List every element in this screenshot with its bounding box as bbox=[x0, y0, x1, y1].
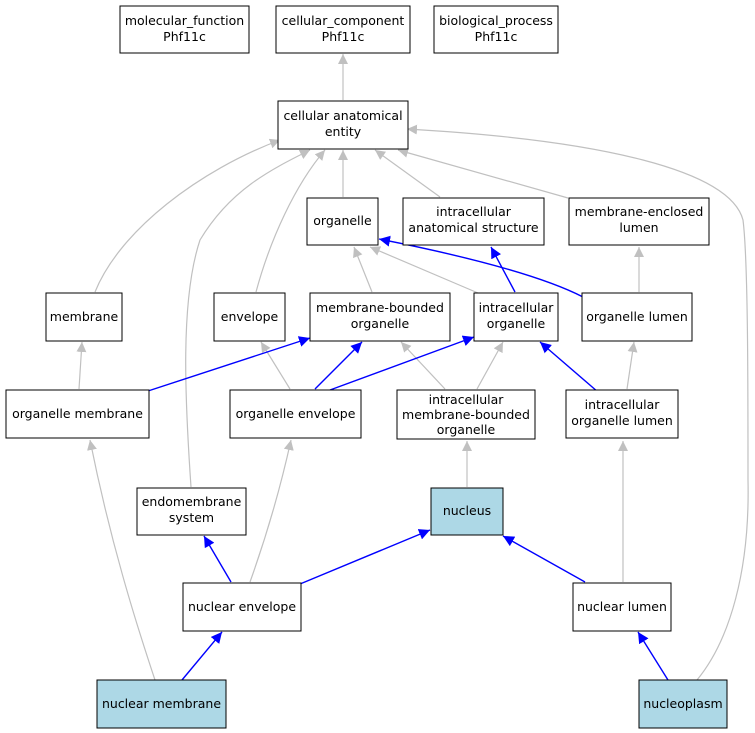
node-label: intracellular bbox=[585, 397, 661, 412]
node-organelle[interactable]: organelle bbox=[306, 197, 379, 246]
node-label: envelope bbox=[221, 309, 279, 324]
node-label: cellular anatomical bbox=[283, 108, 402, 123]
node-intracellular-anatomical-structure[interactable]: intracellular anatomical structure bbox=[402, 197, 545, 246]
node-label: intracellular bbox=[436, 204, 512, 219]
edge-mel-to-cae bbox=[397, 147, 569, 199]
node-label: Phf11c bbox=[475, 29, 518, 44]
node-biological-process[interactable]: biological_process Phf11c bbox=[433, 5, 559, 54]
edge-nucleoplasm-to-nl bbox=[637, 631, 669, 681]
edge-nucleoplasm-to-cae bbox=[406, 124, 749, 681]
node-label: organelle lumen bbox=[571, 413, 673, 428]
node-label: cellular_component bbox=[282, 13, 405, 28]
node-label: molecular_function bbox=[125, 13, 244, 28]
node-label: organelle lumen bbox=[586, 309, 688, 324]
node-envelope[interactable]: envelope bbox=[213, 292, 286, 342]
node-organelle-membrane[interactable]: organelle membrane bbox=[5, 389, 150, 439]
node-label: organelle bbox=[487, 316, 546, 331]
node-label: organelle bbox=[313, 213, 372, 228]
node-label: nucleoplasm bbox=[643, 696, 722, 711]
node-cellular-anatomical-entity[interactable]: cellular anatomical entity bbox=[277, 100, 409, 150]
node-label: Phf11c bbox=[322, 29, 365, 44]
node-label: organelle membrane bbox=[12, 406, 143, 421]
edge-membrane-to-cae bbox=[94, 138, 281, 293]
node-label: nuclear envelope bbox=[188, 599, 296, 614]
edge-io-to-ias bbox=[490, 246, 516, 293]
node-endomembrane-system[interactable]: endomembrane system bbox=[136, 487, 247, 536]
node-membrane-enclosed-lumen[interactable]: membrane-enclosed lumen bbox=[568, 197, 710, 246]
nodes: molecular_function Phf11c cellular_compo… bbox=[5, 5, 728, 729]
edge-endomembrane-to-cae bbox=[185, 149, 311, 488]
node-membrane[interactable]: membrane bbox=[45, 292, 123, 342]
node-label: intracellular bbox=[479, 300, 555, 315]
node-label: Phf11c bbox=[163, 29, 206, 44]
node-label: nucleus bbox=[443, 503, 491, 518]
node-nucleoplasm[interactable]: nucleoplasm bbox=[638, 679, 728, 729]
node-label: membrane bbox=[50, 309, 119, 324]
node-label: membrane-bounded bbox=[316, 300, 444, 315]
edge-io-to-organelle bbox=[369, 246, 479, 294]
edge-oe-to-mbo bbox=[314, 341, 363, 390]
edge-nm-to-om bbox=[87, 439, 156, 681]
node-intracellular-organelle[interactable]: intracellular organelle bbox=[473, 292, 559, 342]
node-nucleus[interactable]: nucleus bbox=[430, 487, 504, 536]
edge-nl-to-nucleus bbox=[502, 535, 586, 583]
node-membrane-bounded-organelle[interactable]: membrane-bounded organelle bbox=[309, 292, 451, 342]
node-nuclear-envelope[interactable]: nuclear envelope bbox=[182, 582, 302, 632]
edge-ias-to-cae bbox=[374, 149, 441, 198]
edge-imbo-to-mbo bbox=[400, 341, 446, 390]
node-molecular-function[interactable]: molecular_function Phf11c bbox=[119, 5, 250, 54]
edge-iol-to-io bbox=[539, 341, 599, 393]
node-label: membrane-enclosed bbox=[575, 204, 704, 219]
edge-om-to-mbo bbox=[147, 336, 311, 392]
node-label: anatomical structure bbox=[408, 220, 538, 235]
node-label: lumen bbox=[619, 220, 658, 235]
node-cellular-component[interactable]: cellular_component Phf11c bbox=[275, 5, 411, 54]
edge-ne-to-endomembrane bbox=[203, 535, 232, 583]
edge-iol-to-ol bbox=[626, 341, 638, 390]
node-intracellular-organelle-lumen[interactable]: intracellular organelle lumen bbox=[565, 389, 679, 439]
node-label: organelle bbox=[437, 422, 496, 437]
node-organelle-envelope[interactable]: organelle envelope bbox=[229, 389, 362, 439]
node-label: membrane-bounded bbox=[402, 407, 530, 422]
node-label: nuclear membrane bbox=[102, 696, 221, 711]
edge-imbo-to-io bbox=[476, 341, 504, 390]
edges bbox=[76, 54, 749, 681]
node-nuclear-membrane[interactable]: nuclear membrane bbox=[96, 679, 227, 729]
node-label: intracellular bbox=[429, 392, 505, 407]
edge-ne-to-oe bbox=[249, 439, 294, 583]
node-label: system bbox=[169, 510, 214, 525]
edge-oe-to-io bbox=[329, 335, 475, 391]
node-label: organelle bbox=[351, 316, 410, 331]
edge-ne-to-nucleus bbox=[299, 529, 431, 585]
edge-oe-to-envelope bbox=[260, 341, 291, 390]
edge-envelope-to-cae bbox=[255, 149, 326, 293]
node-label: nuclear lumen bbox=[577, 599, 667, 614]
edge-nm-to-ne bbox=[181, 631, 223, 681]
edge-om-to-membrane bbox=[76, 341, 87, 390]
edge-mbo-to-organelle bbox=[353, 246, 373, 293]
node-organelle-lumen[interactable]: organelle lumen bbox=[581, 292, 693, 342]
node-nuclear-lumen[interactable]: nuclear lumen bbox=[572, 582, 672, 632]
node-label: entity bbox=[325, 124, 362, 139]
node-label: endomembrane bbox=[142, 494, 242, 509]
node-label: organelle envelope bbox=[236, 406, 356, 421]
node-label: biological_process bbox=[439, 13, 553, 28]
node-intracellular-membrane-bounded-organelle[interactable]: intracellular membrane-bounded organelle bbox=[396, 389, 536, 440]
edge-ol-to-organelle bbox=[378, 235, 584, 298]
